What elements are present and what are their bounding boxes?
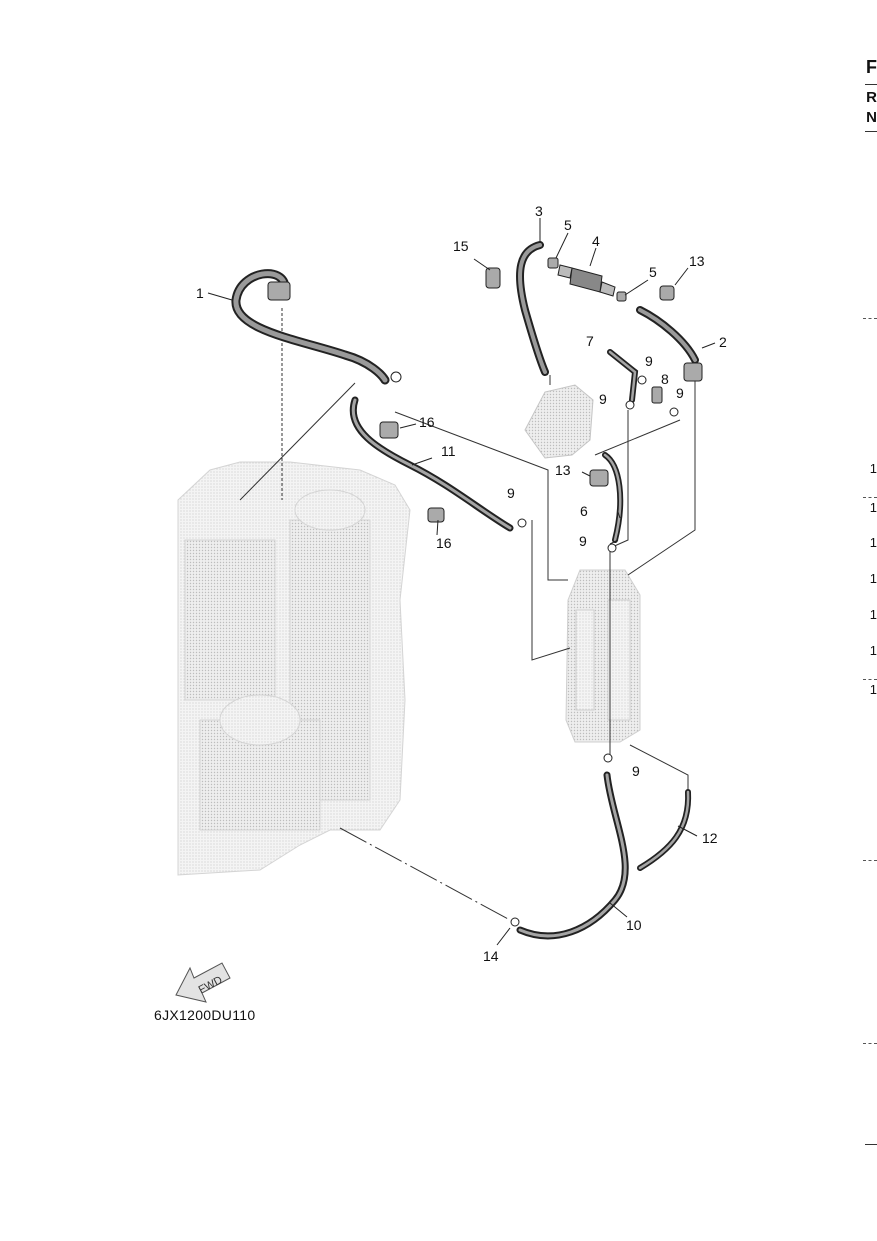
callout-3: 3	[535, 203, 543, 219]
hose-3	[516, 241, 549, 376]
callout-13b: 13	[689, 253, 705, 269]
callout-9d: 9	[507, 485, 515, 501]
callout-16b: 16	[436, 535, 452, 551]
callout-2: 2	[719, 334, 727, 350]
edge-dash-5	[863, 1043, 877, 1044]
edge-dash-1	[863, 318, 877, 319]
hose-11	[349, 396, 514, 532]
edge-heading-f: F	[866, 57, 877, 77]
callout-5b: 5	[649, 264, 657, 280]
vapor-separator	[565, 569, 641, 743]
fwd-arrow: FWD	[175, 962, 231, 1003]
fittings	[267, 257, 703, 927]
callout-6: 6	[580, 503, 588, 519]
hose-6	[602, 452, 624, 543]
hose-2	[636, 306, 699, 364]
edge-num-6: 1	[869, 643, 877, 658]
callout-5a: 5	[564, 217, 572, 233]
callout-7: 7	[586, 333, 594, 349]
callout-9f: 9	[632, 763, 640, 779]
hose-7	[607, 349, 639, 403]
callout-11: 11	[441, 443, 456, 459]
callout-labels: 1 2 3 4 5 5 6 7 8 9 9 9 9 9 9 10 11 12 1…	[196, 203, 727, 964]
edge-heading-n: N	[866, 109, 877, 126]
callout-9c: 9	[676, 385, 684, 401]
callout-1: 1	[196, 285, 204, 301]
edge-dash-2	[863, 497, 877, 498]
edge-num-4: 1	[869, 571, 877, 586]
edge-heading-r: R	[866, 89, 877, 106]
leader-lines	[239, 308, 696, 921]
callout-8: 8	[661, 371, 669, 387]
edge-num-2: 1	[869, 500, 877, 515]
callout-15: 15	[453, 238, 469, 254]
edge-num-5: 1	[869, 607, 877, 622]
diagram-code: 6JX1200DU110	[154, 1007, 256, 1023]
edge-rule-2	[865, 131, 877, 132]
callout-16a: 16	[419, 414, 435, 430]
engine-block	[177, 461, 411, 876]
edge-num-7: 1	[869, 682, 877, 697]
filter-housing	[524, 384, 594, 459]
edge-dash-4	[863, 860, 877, 861]
callout-10: 10	[626, 917, 642, 933]
callout-13a: 13	[555, 462, 571, 478]
callout-4: 4	[592, 233, 600, 249]
edge-num-3: 1	[869, 535, 877, 550]
callout-12: 12	[702, 830, 718, 846]
callout-9e: 9	[579, 533, 587, 549]
hose-12	[637, 789, 692, 871]
edge-num-1: 1	[869, 461, 877, 476]
hose-10	[516, 771, 629, 940]
callout-leaders	[207, 218, 716, 946]
callout-9a: 9	[645, 353, 653, 369]
fuel-filter-4	[557, 264, 616, 297]
edge-rule-3	[865, 1144, 877, 1145]
hose-1-inner	[233, 271, 388, 383]
edge-rule-1	[865, 84, 877, 85]
edge-dash-3	[863, 679, 877, 680]
callout-14: 14	[483, 948, 499, 964]
callout-9b: 9	[599, 391, 607, 407]
